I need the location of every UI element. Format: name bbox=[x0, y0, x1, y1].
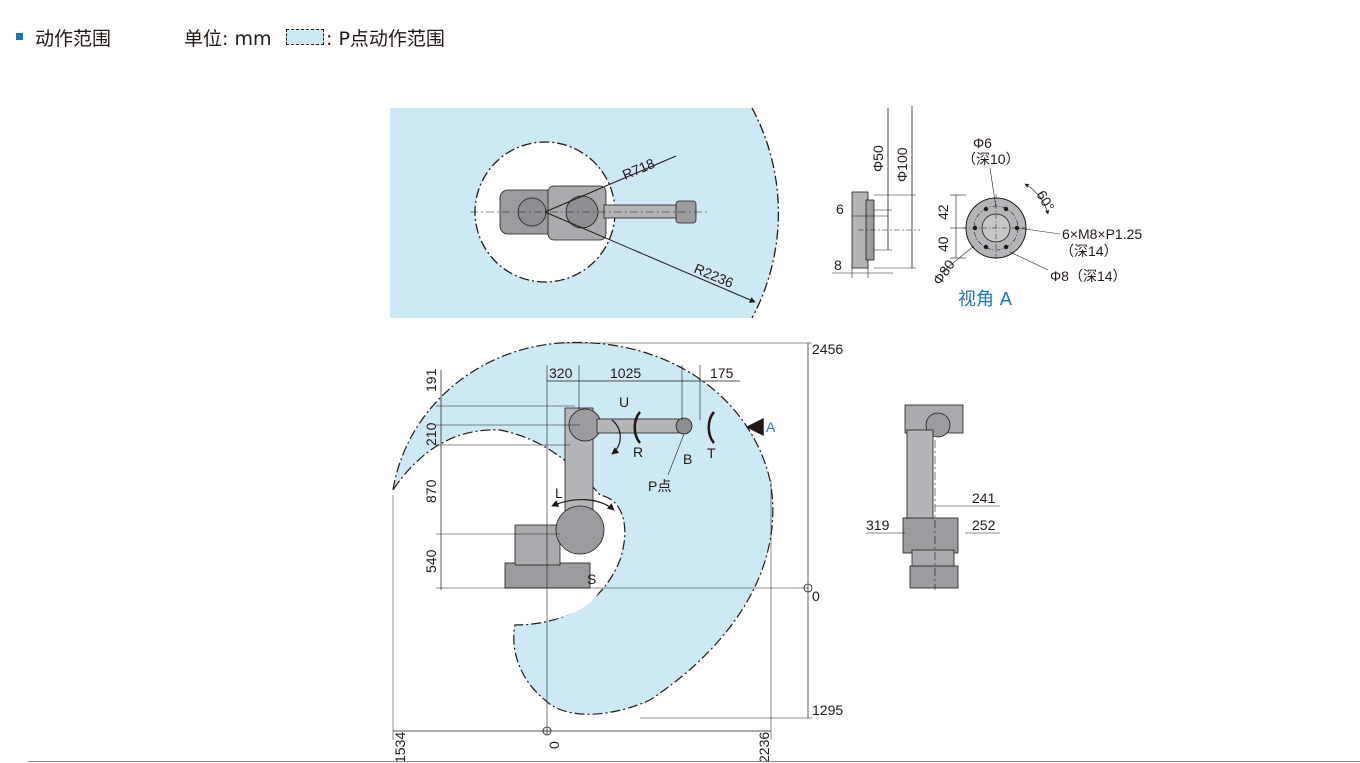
dim-175: 175 bbox=[710, 365, 734, 381]
dim-1025: 1025 bbox=[610, 365, 641, 381]
bullet-square bbox=[16, 33, 23, 40]
dim-6: 6 bbox=[836, 201, 844, 217]
dim-zero-right: 0 bbox=[812, 588, 820, 604]
section-title: 动作范围 bbox=[35, 28, 112, 50]
r2236-leader bbox=[544, 211, 756, 303]
dim-2236: 2236 bbox=[756, 732, 772, 763]
pin-d8: Φ8（深14） bbox=[1050, 268, 1127, 284]
angle-60: 60° bbox=[1033, 188, 1057, 214]
unit-label: 单位: mm bbox=[184, 28, 272, 50]
dim-1295: 1295 bbox=[812, 702, 843, 718]
thread-depth: （深14） bbox=[1060, 243, 1118, 259]
dim-320: 320 bbox=[549, 365, 573, 381]
side-view-robot bbox=[504, 407, 693, 589]
axis-r: R bbox=[633, 444, 643, 460]
dim-8: 8 bbox=[834, 257, 842, 273]
top-view-robot bbox=[470, 185, 710, 241]
dim-2456: 2456 bbox=[812, 341, 843, 357]
hole-d6: Φ6 bbox=[973, 135, 992, 151]
axis-t: T bbox=[707, 445, 716, 461]
dim-319: 319 bbox=[866, 517, 890, 533]
view-a-arrow-label: A bbox=[766, 419, 776, 435]
front-view: 241 319 252 bbox=[866, 404, 1000, 590]
thread-spec: 6×M8×P1.25 bbox=[1062, 226, 1142, 242]
legend-label: : P点动作范围 bbox=[326, 28, 445, 50]
view-a: Φ50 Φ100 6 8 Φ6 （深10） 60° 42 40 6×M8×P1.… bbox=[832, 106, 1142, 310]
header: 动作范围 单位: mm : P点动作范围 bbox=[16, 22, 716, 52]
dim-241: 241 bbox=[972, 490, 996, 506]
dim-d80: Φ80 bbox=[929, 256, 958, 287]
axis-u: U bbox=[619, 394, 629, 410]
axis-l: L bbox=[555, 485, 563, 501]
dim-1534: 1534 bbox=[392, 732, 408, 763]
view-a-caption: 视角 A bbox=[958, 289, 1013, 310]
top-view: R718 R2236 bbox=[390, 107, 780, 319]
dim-540: 540 bbox=[423, 549, 439, 573]
dim-42: 42 bbox=[935, 204, 951, 220]
top-view-outer-arc bbox=[751, 107, 780, 319]
legend-swatch bbox=[286, 29, 324, 45]
bottom-rule bbox=[28, 761, 1360, 762]
dim-252: 252 bbox=[972, 517, 996, 533]
r718-leader bbox=[544, 155, 677, 213]
axis-s: S bbox=[587, 571, 596, 587]
dim-40: 40 bbox=[935, 236, 951, 252]
dim-d100: Φ100 bbox=[894, 147, 910, 182]
side-view: U R B T L S P点 A 320 1025 175 191 210 87… bbox=[392, 341, 843, 763]
dim-210: 210 bbox=[423, 422, 439, 446]
hole-d6-depth: （深10） bbox=[962, 151, 1020, 167]
dim-870: 870 bbox=[423, 479, 439, 503]
p-point-label: P点 bbox=[648, 478, 671, 494]
dim-d50: Φ50 bbox=[870, 145, 886, 172]
dim-191: 191 bbox=[423, 368, 439, 392]
axis-b: B bbox=[683, 451, 692, 467]
dim-zero-bottom: 0 bbox=[546, 741, 562, 749]
